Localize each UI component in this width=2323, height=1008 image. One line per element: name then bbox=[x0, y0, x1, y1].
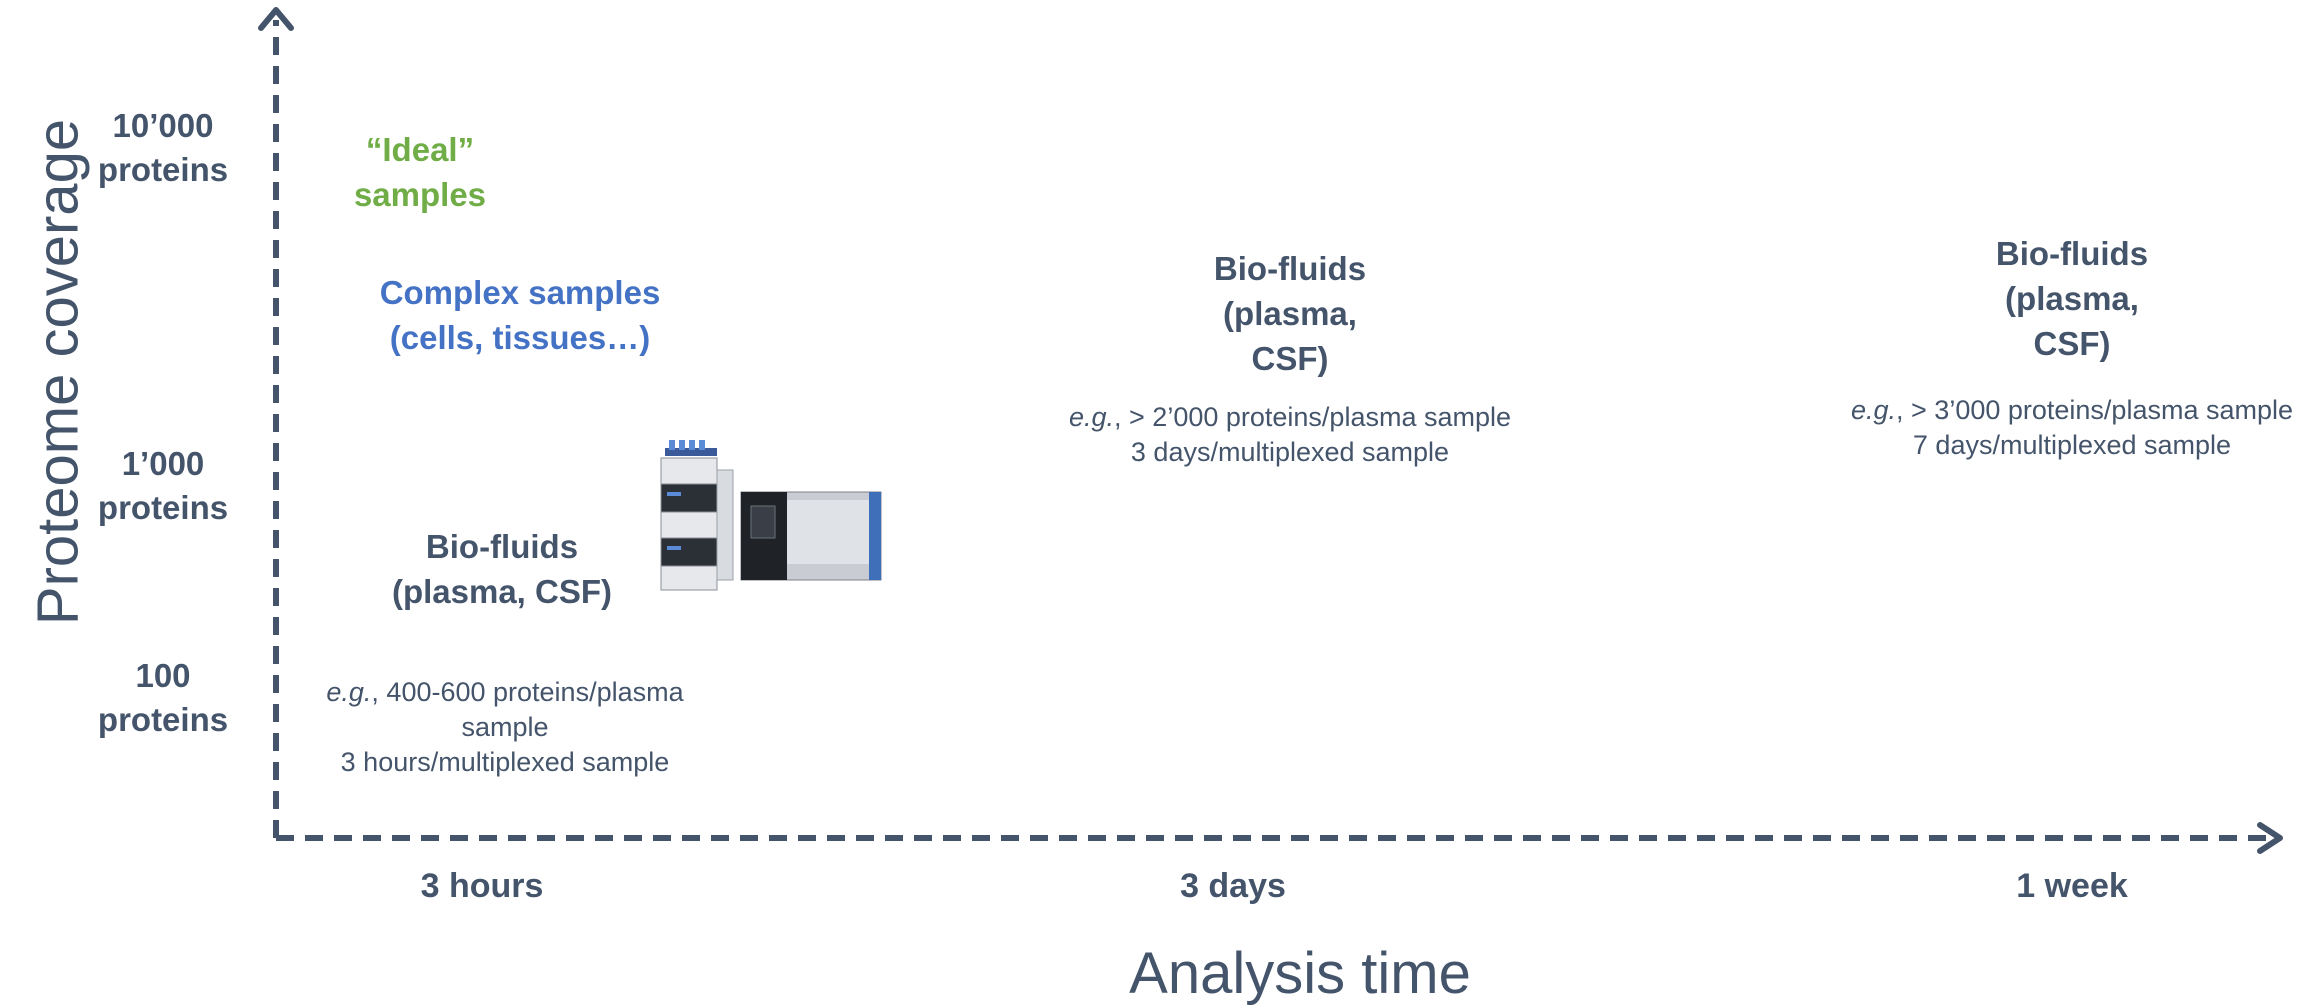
biofluids-1w-heading: Bio-fluids (plasma, CSF) bbox=[1922, 231, 2222, 366]
x-tick-3-days: 3 days bbox=[1180, 867, 1286, 905]
ideal-line2: samples bbox=[353, 176, 487, 213]
complex-line2: (cells, tissues…) bbox=[389, 319, 651, 356]
eg-abbrev: e.g. bbox=[1850, 395, 1897, 425]
ideal-line1: “Ideal” bbox=[365, 131, 475, 168]
biofluids-3h-note: e.g., 400-600 proteins/plasma sample 3 h… bbox=[270, 675, 740, 780]
y-tick-unit: proteins bbox=[97, 151, 229, 188]
note-line2: 7 days/multiplexed sample bbox=[1912, 430, 2232, 460]
note-line2: sample bbox=[461, 712, 549, 742]
y-tick-10000: 10’000 proteins bbox=[48, 104, 278, 192]
note-line2: 3 days/multiplexed sample bbox=[1130, 437, 1450, 467]
note-line1: , > 3’000 proteins/plasma sample bbox=[1896, 395, 2294, 425]
lc-ms-instrument-icon bbox=[660, 440, 882, 591]
heading-line3: CSF) bbox=[1251, 340, 1329, 377]
biofluids-3d-note: e.g., > 2’000 proteins/plasma sample 3 d… bbox=[1040, 400, 1540, 470]
heading-line3: CSF) bbox=[2033, 325, 2111, 362]
x-tick-1-week: 1 week bbox=[2016, 867, 2128, 905]
eg-abbrev: e.g. bbox=[1068, 402, 1115, 432]
heading-line1: Bio-fluids bbox=[1995, 235, 2149, 272]
y-tick-value: 1’000 bbox=[121, 445, 205, 482]
heading-line1: Bio-fluids bbox=[425, 528, 579, 565]
biofluids-3d-heading: Bio-fluids (plasma, CSF) bbox=[1140, 246, 1440, 381]
eg-abbrev: e.g. bbox=[326, 677, 372, 707]
x-tick-3-hours: 3 hours bbox=[420, 867, 544, 905]
y-tick-unit: proteins bbox=[97, 489, 229, 526]
heading-line2: (plasma, CSF) bbox=[391, 573, 613, 610]
complex-samples-label: Complex samples (cells, tissues…) bbox=[340, 270, 700, 360]
y-tick-1000: 1’000 proteins bbox=[48, 442, 278, 530]
y-axis-arrowhead bbox=[258, 7, 294, 31]
heading-line1: Bio-fluids bbox=[1213, 250, 1367, 287]
y-tick-value: 10’000 bbox=[112, 107, 214, 144]
y-axis-title-text: Proteome coverage bbox=[25, 118, 91, 626]
y-tick-unit: proteins bbox=[97, 701, 229, 738]
biofluids-3h-heading: Bio-fluids (plasma, CSF) bbox=[352, 524, 652, 614]
biofluids-1w-note: e.g., > 3’000 proteins/plasma sample 7 d… bbox=[1822, 393, 2322, 463]
heading-line2: (plasma, bbox=[1223, 295, 1357, 332]
y-tick-100: 100 proteins bbox=[48, 654, 278, 742]
note-line1: , > 2’000 proteins/plasma sample bbox=[1114, 402, 1512, 432]
note-line1: , 400-600 proteins/plasma bbox=[371, 677, 684, 707]
complex-line1: Complex samples bbox=[379, 274, 661, 311]
ideal-samples-label: “Ideal” samples bbox=[300, 127, 540, 217]
heading-line2: (plasma, bbox=[2005, 280, 2139, 317]
x-axis-title: Analysis time bbox=[1129, 941, 1471, 1006]
x-axis-arrowhead bbox=[2257, 822, 2283, 854]
note-line3: 3 hours/multiplexed sample bbox=[340, 747, 670, 777]
y-tick-value: 100 bbox=[135, 657, 191, 694]
